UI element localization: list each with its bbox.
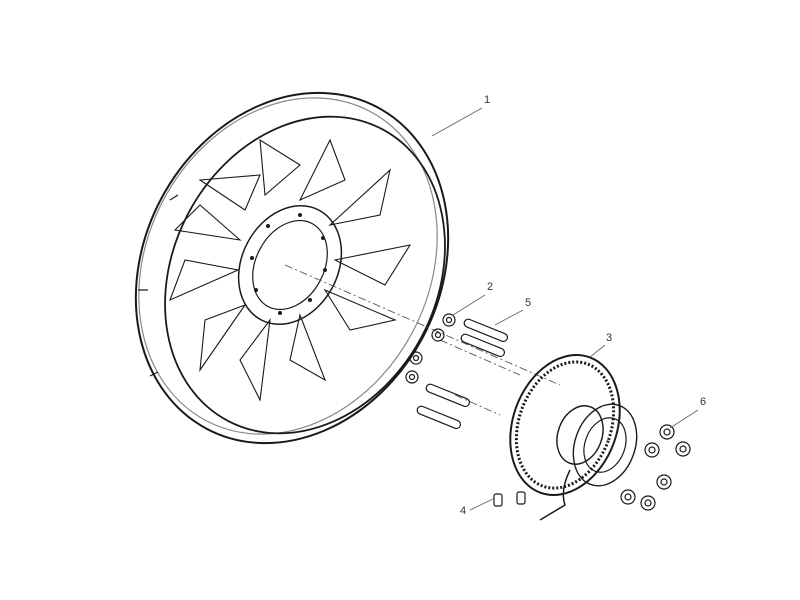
callout-3: 3 (606, 332, 613, 344)
nut-small-group (405, 313, 456, 384)
screw-group (493, 491, 526, 507)
viscous-fan-clutch (509, 354, 638, 521)
callout-5: 5 (525, 297, 532, 309)
stud-bolt-group (416, 318, 509, 430)
callout-4: 4 (460, 505, 467, 517)
callout-6: 6 (700, 396, 707, 408)
flange-nut-group (620, 424, 691, 511)
callout-2: 2 (487, 281, 494, 293)
fan-blade-ring (134, 91, 450, 445)
callout-1: 1 (484, 94, 491, 106)
